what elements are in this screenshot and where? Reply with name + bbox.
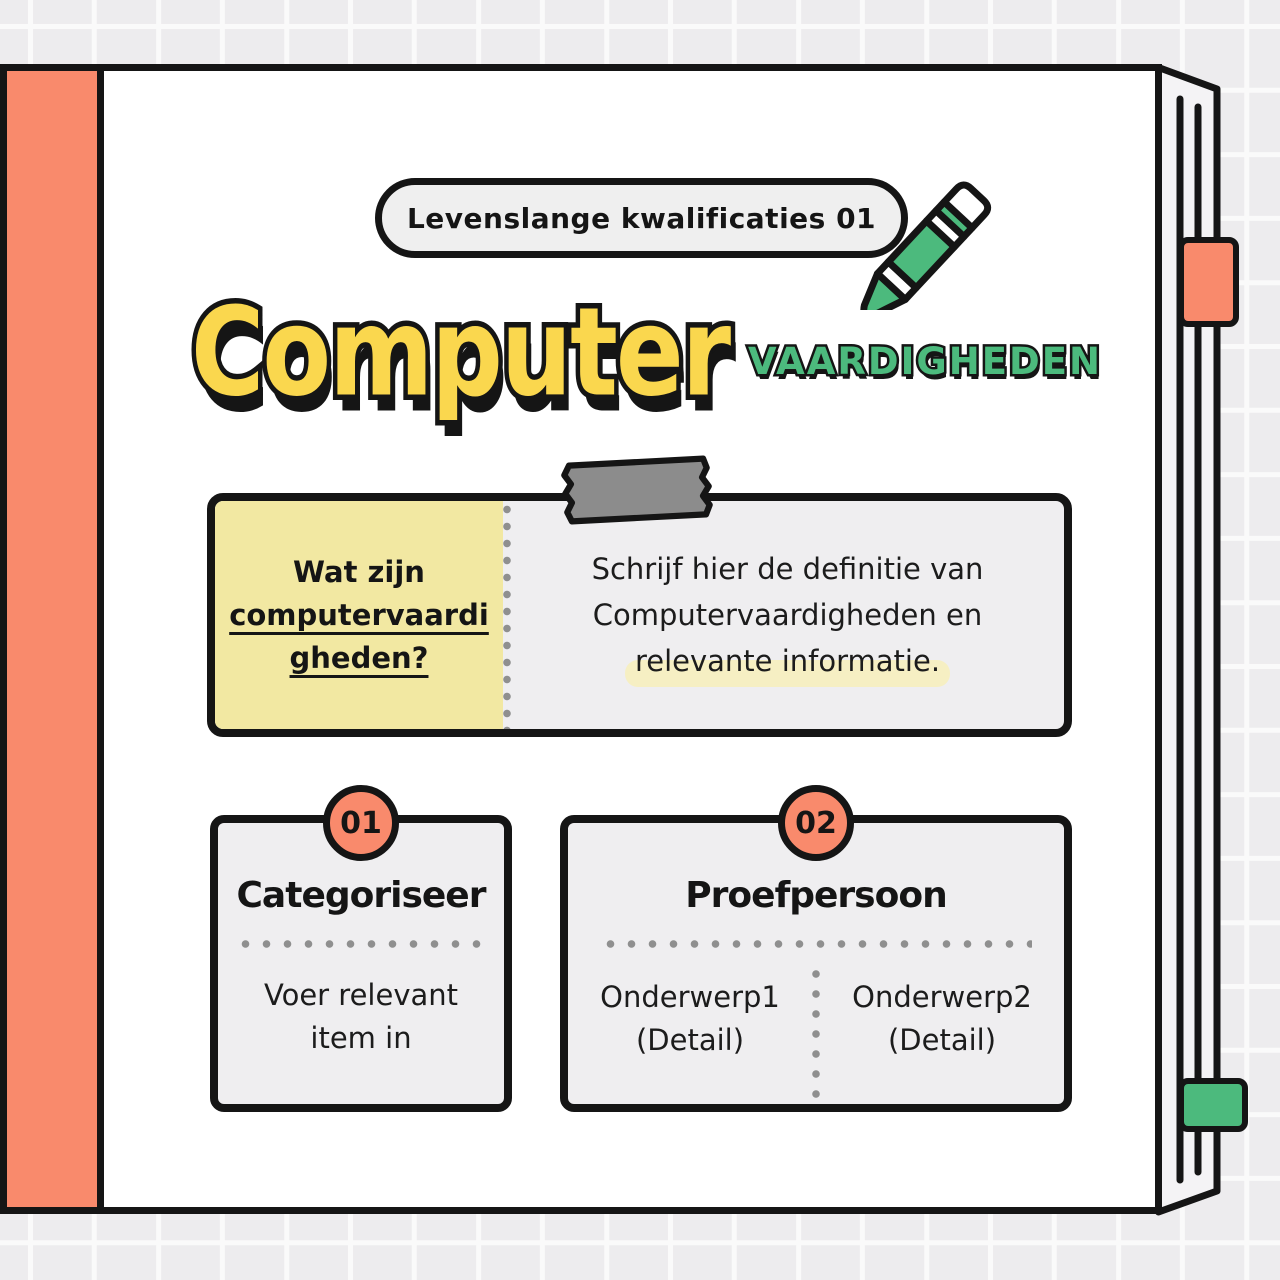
notebook-page-edge (1155, 64, 1221, 1216)
dotted-divider (503, 501, 511, 729)
bookmark-tab-icon (1178, 237, 1239, 327)
notebook-spine (0, 64, 104, 1214)
card-body: Voer relevant item in (218, 974, 504, 1060)
card-categorize: 01 Categoriseer Voer relevant item in (210, 785, 512, 1112)
tape-icon (561, 455, 713, 525)
card-title: Proefpersoon (685, 875, 947, 916)
subject-line: Onderwerp2 (852, 980, 1032, 1014)
card-columns: Onderwerp1 (Detail) Onderwerp2 (Detail) (568, 964, 1064, 1100)
dotted-divider (600, 940, 1032, 948)
question-line: Wat zijn (293, 554, 425, 589)
definition-box: Wat zijn computervaardi gheden? Schrijf … (207, 493, 1072, 737)
question-line: gheden? (289, 640, 429, 675)
card-body-line: item in (310, 1021, 412, 1055)
definition-line: Schrijf hier de definitie van (591, 552, 984, 586)
subject-line: Onderwerp1 (600, 980, 780, 1014)
page-subtitle: VAARDIGHEDEN (746, 337, 1103, 385)
dotted-divider (812, 964, 820, 1100)
question-line: computervaardi (229, 597, 489, 632)
page-title: Computer (186, 281, 735, 424)
dotted-divider (235, 940, 487, 948)
subject-column-2: Onderwerp2 (Detail) (820, 964, 1064, 1100)
subject-line: (Detail) (887, 1023, 997, 1057)
definition-body-panel: Schrijf hier de definitie van Computerva… (511, 501, 1064, 729)
subject-line: (Detail) (635, 1023, 745, 1057)
bookmark-tab-icon (1178, 1078, 1248, 1132)
topic-badge: Levenslange kwalificaties 01 (375, 178, 908, 258)
subject-column-1: Onderwerp1 (Detail) (568, 964, 812, 1100)
card-body-line: Voer relevant (263, 978, 459, 1012)
definition-line: Computervaardigheden en (592, 598, 983, 632)
card-title: Categoriseer (236, 875, 487, 916)
card-number-badge: 01 (323, 785, 399, 861)
topic-badge-label: Levenslange kwalificaties 01 (406, 201, 877, 235)
definition-question-panel: Wat zijn computervaardi gheden? (215, 501, 503, 729)
pencil-icon (860, 181, 992, 310)
card-subject: 02 Proefpersoon Onderwerp1 (Detail) Onde… (560, 785, 1072, 1112)
card-number-badge: 02 (778, 785, 854, 861)
definition-line-highlighted: relevante informatie. (624, 638, 951, 687)
